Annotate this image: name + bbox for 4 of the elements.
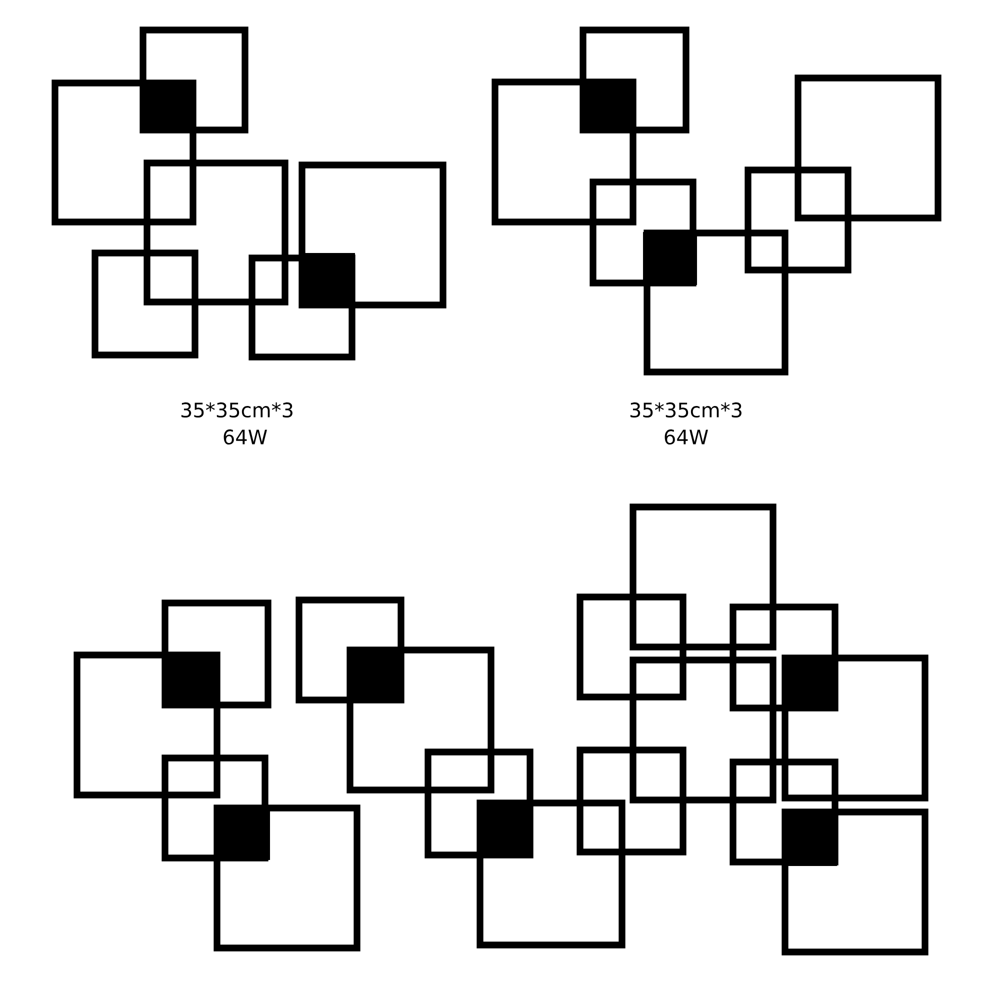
spec-label: 35*35cm*3 (181, 402, 292, 418)
spec-label: 64W (224, 429, 267, 445)
spec-label: 64W (664, 429, 708, 445)
spec-label: 35*35cm*3 (630, 402, 742, 418)
